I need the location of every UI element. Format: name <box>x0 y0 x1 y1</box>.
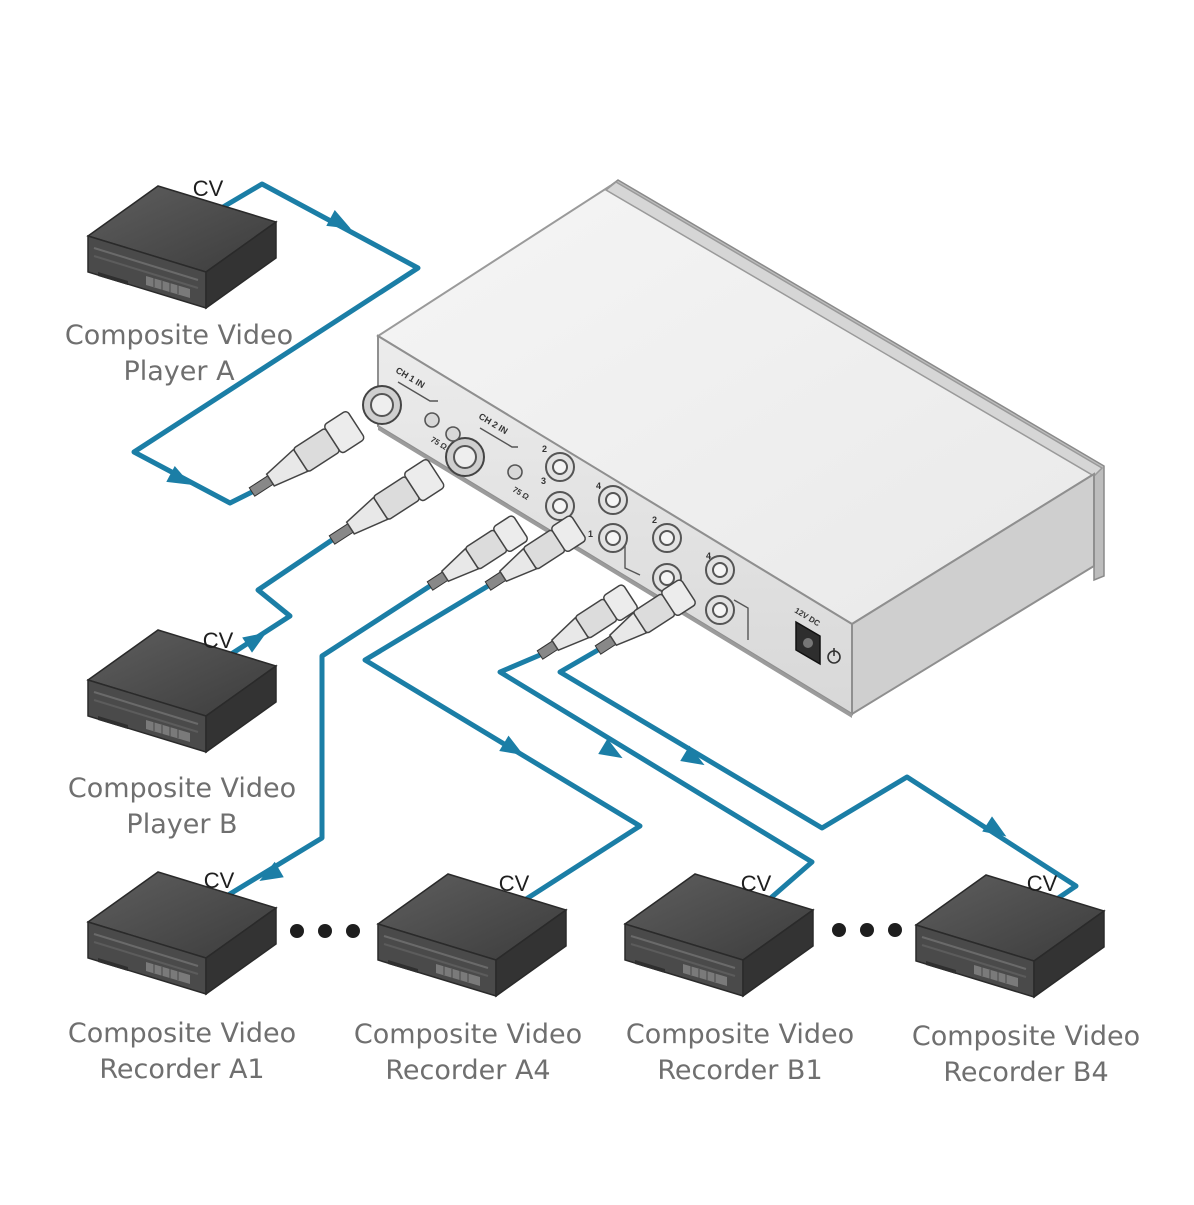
cable-recorder-a1 <box>218 583 432 903</box>
out-b-label-4: 4 <box>706 551 711 561</box>
player-a-device <box>87 185 277 309</box>
ellipsis-icon-a <box>290 924 360 940</box>
power-icon <box>827 648 841 664</box>
caption-recorder-b4: Composite Video Recorder B4 <box>912 1019 1140 1091</box>
cable-recorder-a4 <box>362 583 643 906</box>
caption-line: Recorder B1 <box>657 1055 823 1086</box>
cv-label-recorder-a1: CV <box>203 868 235 893</box>
caption-line: Recorder B4 <box>943 1057 1109 1088</box>
bnc-plug-out-b1 <box>536 584 638 660</box>
cv-label-recorder-b1: CV <box>740 871 772 896</box>
term-switch-1 <box>424 412 440 428</box>
caption-line: Composite Video <box>625 1019 855 1050</box>
power-jack <box>795 620 821 666</box>
bnc-input-ch1 <box>362 385 402 425</box>
caption-line: Composite Video <box>67 773 297 804</box>
caption-line: Player B <box>126 809 238 840</box>
bnc-outputs <box>545 452 735 625</box>
cv-label-recorder-b4: CV <box>1026 871 1058 896</box>
bnc-plug-out-b4 <box>594 579 696 655</box>
out-a-label-1: 1 <box>588 529 593 539</box>
caption-recorder-b1: Composite Video Recorder B1 <box>626 1017 854 1089</box>
out-a-label-4: 4 <box>596 481 601 491</box>
cable-recorder-b1 <box>497 652 815 905</box>
cable-player-a <box>131 181 421 506</box>
bnc-plug-out-a4 <box>484 515 586 591</box>
caption-player-a: Composite Video Player A <box>65 318 293 390</box>
caption-player-b: Composite Video Player B <box>68 771 296 843</box>
caption-line: Composite Video <box>911 1021 1141 1052</box>
caption-line: Composite Video <box>64 320 294 351</box>
caption-line: Recorder A1 <box>99 1054 265 1085</box>
recorder-b1-device <box>624 873 814 997</box>
bnc-plug-ch2 <box>328 458 445 545</box>
bnc-plug-out-a1 <box>426 515 528 591</box>
caption-line: Recorder A4 <box>385 1055 551 1086</box>
cable-recorder-b4 <box>557 647 1079 908</box>
player-b-device <box>87 629 277 753</box>
caption-line: Composite Video <box>353 1019 583 1050</box>
out-a-label-3: 3 <box>541 476 546 486</box>
recorder-b4-device <box>915 874 1105 998</box>
term-switch-2 <box>445 426 461 442</box>
bnc-plugs <box>248 410 696 660</box>
cv-label-player-a: CV <box>192 176 224 201</box>
bnc-input-ch2 <box>445 437 485 477</box>
out-a-label-2: 2 <box>542 444 547 454</box>
out-b-label-2: 2 <box>652 515 657 525</box>
ellipsis-icon-b <box>832 923 902 939</box>
term-switch-3 <box>507 464 523 480</box>
cv-label-recorder-a4: CV <box>498 871 530 896</box>
caption-recorder-a4: Composite Video Recorder A4 <box>354 1017 582 1089</box>
bnc-plug-ch1 <box>248 410 365 497</box>
caption-line: Composite Video <box>67 1018 297 1049</box>
caption-recorder-a1: Composite Video Recorder A1 <box>68 1016 296 1088</box>
video-switcher: CH 1 IN CH 2 IN 75 Ω 75 Ω 2 4 3 1 2 4 12… <box>362 179 1105 718</box>
cable-player-b <box>220 537 334 663</box>
cv-label-player-b: CV <box>202 628 234 653</box>
recorder-a1-device <box>87 871 277 995</box>
caption-line: Player A <box>123 356 235 387</box>
